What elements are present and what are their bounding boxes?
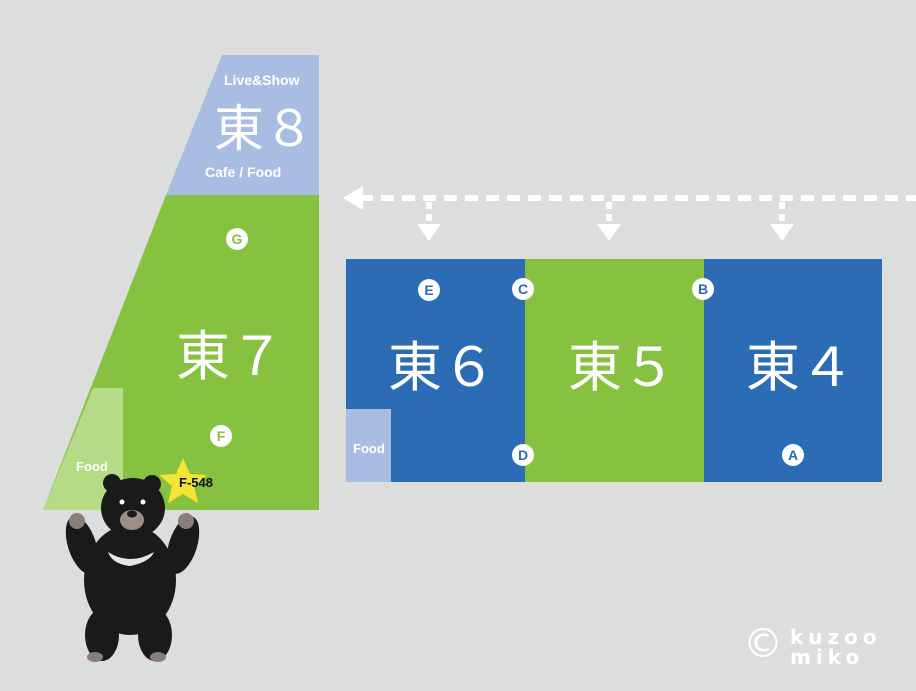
entrance-a-marker[interactable]: A (782, 444, 804, 466)
arrow-down-icon (417, 224, 441, 241)
east8-bottom-label: Cafe / Food (205, 164, 282, 180)
hall-east5-area[interactable] (525, 259, 704, 482)
arrow-left-icon (343, 186, 363, 210)
copyright-symbol: © (743, 621, 783, 667)
arrow-down-icon (597, 224, 621, 241)
credit-line-1: kuzoo (790, 625, 882, 649)
entrance-f-marker[interactable]: F (210, 425, 232, 447)
entrance-b-marker[interactable]: B (692, 278, 714, 300)
entrance-d-marker[interactable]: D (512, 444, 534, 466)
credit-line-2: miko (790, 645, 865, 669)
east7-food-label: Food (76, 459, 108, 474)
booth-label[interactable]: F-548 (179, 475, 213, 490)
walkway-arrows (343, 186, 916, 241)
entrance-e-marker[interactable]: E (418, 279, 440, 301)
hall-east8-area[interactable] (166, 55, 319, 195)
east5-hall-name: 東５ (568, 336, 676, 399)
east4-hall-name: 東４ (746, 336, 854, 399)
east7-hall-name: 東７ (176, 325, 284, 388)
east6-food-label: Food (353, 441, 385, 456)
bear-mascot (65, 474, 200, 662)
hall-east7-food-area[interactable] (43, 388, 123, 510)
hall-east6-food-area[interactable] (346, 409, 391, 482)
east6-hall-name: 東６ (388, 336, 496, 399)
entrance-c-marker[interactable]: C (512, 278, 534, 300)
arrow-down-icon (770, 224, 794, 241)
east8-top-label: Live&Show (224, 72, 300, 88)
star-icon (159, 458, 207, 503)
east8-hall-name: 東８ (214, 100, 314, 158)
entrance-g-marker[interactable]: G (226, 228, 248, 250)
